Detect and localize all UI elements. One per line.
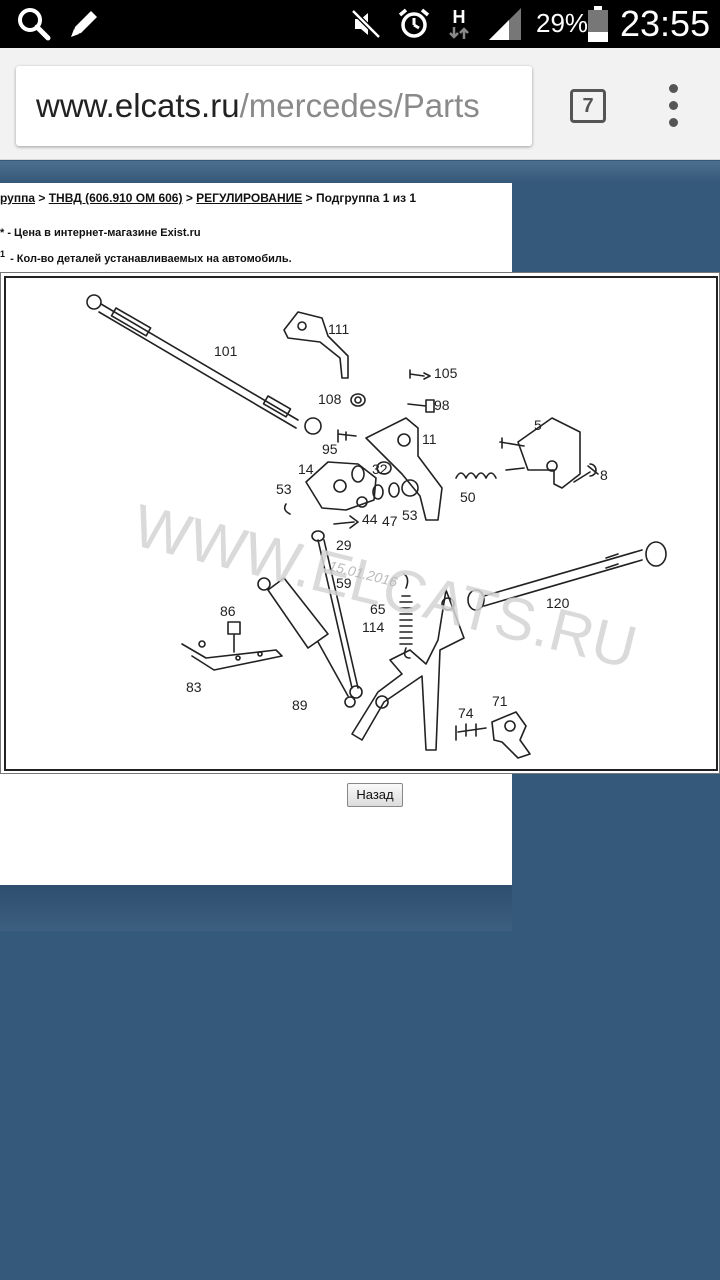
url-text[interactable]: www.elcats.ru/mercedes/Parts [36, 88, 480, 124]
breadcrumb-section-link[interactable]: РЕГУЛИРОВАНИЕ [196, 191, 303, 205]
callout-111[interactable]: 111 [328, 321, 349, 337]
callout-86[interactable]: 86 [220, 603, 236, 619]
callout-105[interactable]: 105 [434, 365, 458, 381]
back-button[interactable]: Назад [347, 783, 403, 807]
callout-89[interactable]: 89 [292, 697, 308, 713]
breadcrumb-separator: > [182, 191, 197, 205]
page-header-band [0, 161, 720, 183]
search-icon[interactable] [14, 0, 54, 48]
breadcrumb: руппа > ТНВД (606.910 ОМ 606) > РЕГУЛИРО… [0, 191, 416, 205]
network-h-icon: H [446, 0, 472, 48]
callout-108[interactable]: 108 [318, 391, 342, 407]
tabs-icon[interactable]: 7 [570, 89, 606, 123]
parts-diagram[interactable]: WWW.ELCATS.RU 15.01.2016 101 111 105 108… [4, 276, 718, 771]
battery-percent: 29% [536, 8, 589, 38]
url-bar[interactable]: www.elcats.ru/mercedes/Parts [16, 66, 532, 146]
tab-count: 7 [582, 95, 594, 117]
callout-98[interactable]: 98 [434, 397, 450, 413]
mute-icon [348, 0, 384, 48]
callout-47[interactable]: 47 [382, 513, 398, 529]
callout-44[interactable]: 44 [362, 511, 378, 527]
callout-53[interactable]: 53 [276, 481, 292, 497]
breadcrumb-pump-link[interactable]: ТНВД (606.910 ОМ 606) [48, 191, 183, 205]
callout-50[interactable]: 50 [460, 489, 476, 505]
callout-83[interactable]: 83 [186, 679, 202, 695]
callout-95[interactable]: 95 [322, 441, 338, 457]
qty-note-mark: 1 [0, 249, 6, 259]
signal-icon [486, 0, 524, 48]
url-path: /mercedes/Parts [239, 87, 480, 124]
callout-71[interactable]: 71 [492, 693, 508, 709]
qty-note: 1 - Кол-во деталей устанавливаемых на ав… [0, 249, 292, 265]
callout-59[interactable]: 59 [336, 575, 352, 591]
callout-32[interactable]: 32 [372, 461, 388, 477]
breadcrumb-separator: > [35, 191, 49, 205]
callout-101[interactable]: 101 [214, 343, 238, 359]
breadcrumb-group-link[interactable]: руппа [0, 191, 36, 205]
clock: 23:55 [620, 3, 711, 44]
callout-5[interactable]: 5 [534, 417, 542, 433]
parts-diagram-svg: WWW.ELCATS.RU 15.01.2016 101 111 105 108… [86, 294, 667, 759]
callout-114[interactable]: 114 [362, 619, 385, 635]
browser-toolbar: www.elcats.ru/mercedes/Parts 7 [0, 48, 720, 160]
callout-74[interactable]: 74 [458, 705, 474, 721]
overflow-menu-icon[interactable] [662, 84, 686, 128]
qty-note-text: - Кол-во деталей устанавливаемых на авто… [7, 253, 292, 265]
callout-120[interactable]: 120 [546, 595, 570, 611]
battery-icon [584, 0, 612, 48]
page-footer-band [0, 885, 512, 931]
callout-8[interactable]: 8 [600, 467, 608, 483]
price-note: * - Цена в интернет-магазине Exist.ru [0, 227, 201, 239]
callout-53b[interactable]: 53 [402, 507, 418, 523]
edit-icon[interactable] [64, 0, 104, 48]
url-host: www.elcats.ru [36, 87, 240, 124]
parts-diagram-frame: WWW.ELCATS.RU 15.01.2016 101 111 105 108… [0, 272, 720, 774]
breadcrumb-separator: > [302, 191, 316, 205]
callout-14[interactable]: 14 [298, 461, 314, 477]
callout-11[interactable]: 11 [422, 431, 437, 447]
callout-29[interactable]: 29 [336, 537, 352, 553]
status-bar: H 29% 23:55 [0, 0, 720, 48]
price-note-text: - Цена в интернет-магазине Exist.ru [4, 227, 201, 239]
callout-65[interactable]: 65 [370, 601, 386, 617]
alarm-icon [394, 0, 434, 48]
price-note-mark: * [0, 227, 5, 239]
breadcrumb-current: Подгруппа 1 из 1 [315, 191, 417, 205]
